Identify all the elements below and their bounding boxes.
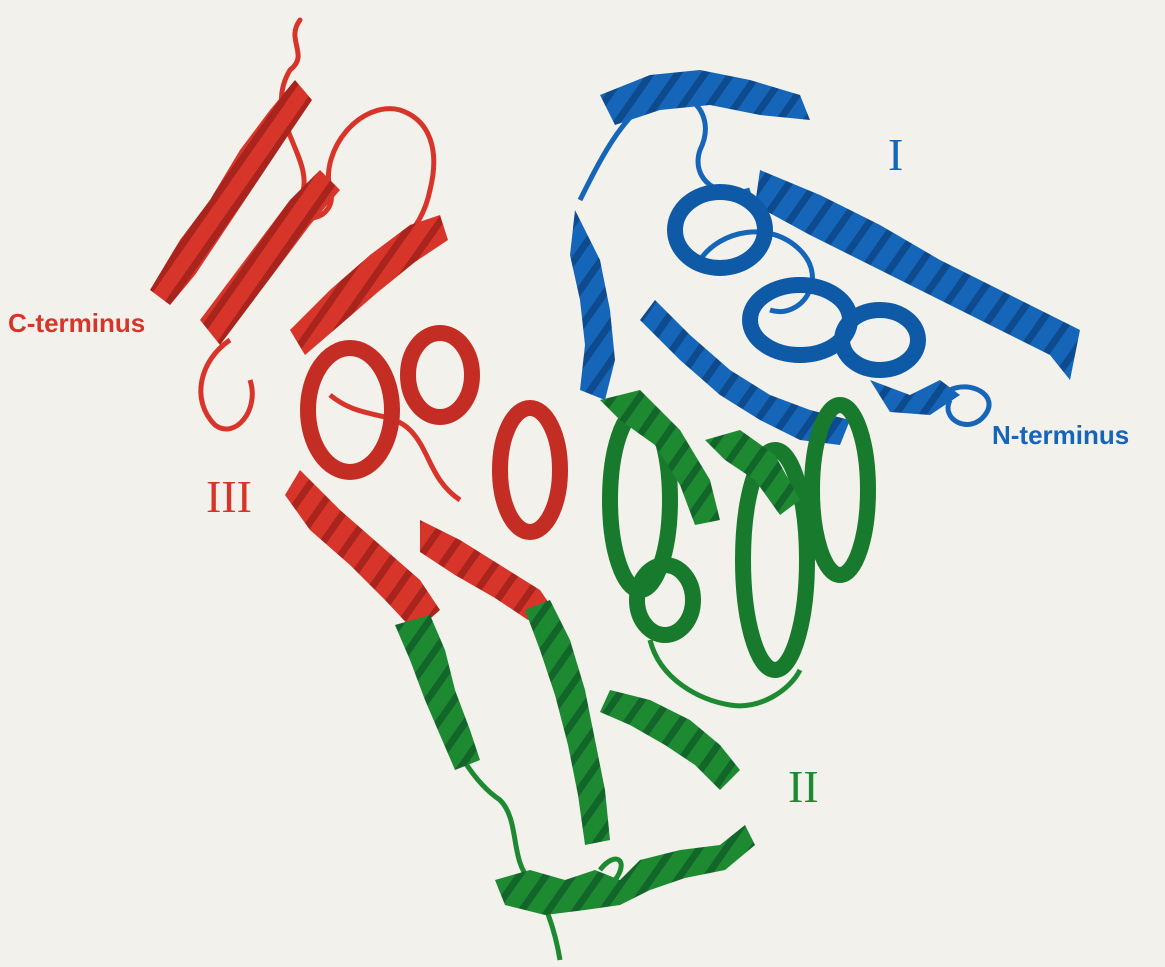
domain-3-loop xyxy=(201,340,252,429)
domain-3-helix-coil xyxy=(500,408,560,532)
domain-1-helix-coil xyxy=(842,310,918,370)
domain-3-helix-coil xyxy=(408,333,472,417)
domain-2-label: II xyxy=(788,760,819,813)
domain-2-helix xyxy=(525,600,610,845)
c-terminus-label: C-terminus xyxy=(8,308,145,339)
domain-1-label: I xyxy=(888,128,903,181)
domain-3-helix xyxy=(285,470,440,632)
domain-1-ribbon xyxy=(570,70,1080,445)
n-terminus-label: N-terminus xyxy=(992,420,1129,451)
domain-2-helix xyxy=(395,615,480,770)
domain-3-helix-coil xyxy=(308,348,392,472)
domain-1-helix xyxy=(570,210,615,400)
domain-1-loop xyxy=(580,94,750,200)
domain-2-helix xyxy=(495,825,755,915)
domain-2-ribbon xyxy=(395,390,868,960)
domain-3-helix xyxy=(150,80,312,305)
domain-3-ribbon xyxy=(150,20,560,632)
domain-3-label: III xyxy=(206,470,252,523)
